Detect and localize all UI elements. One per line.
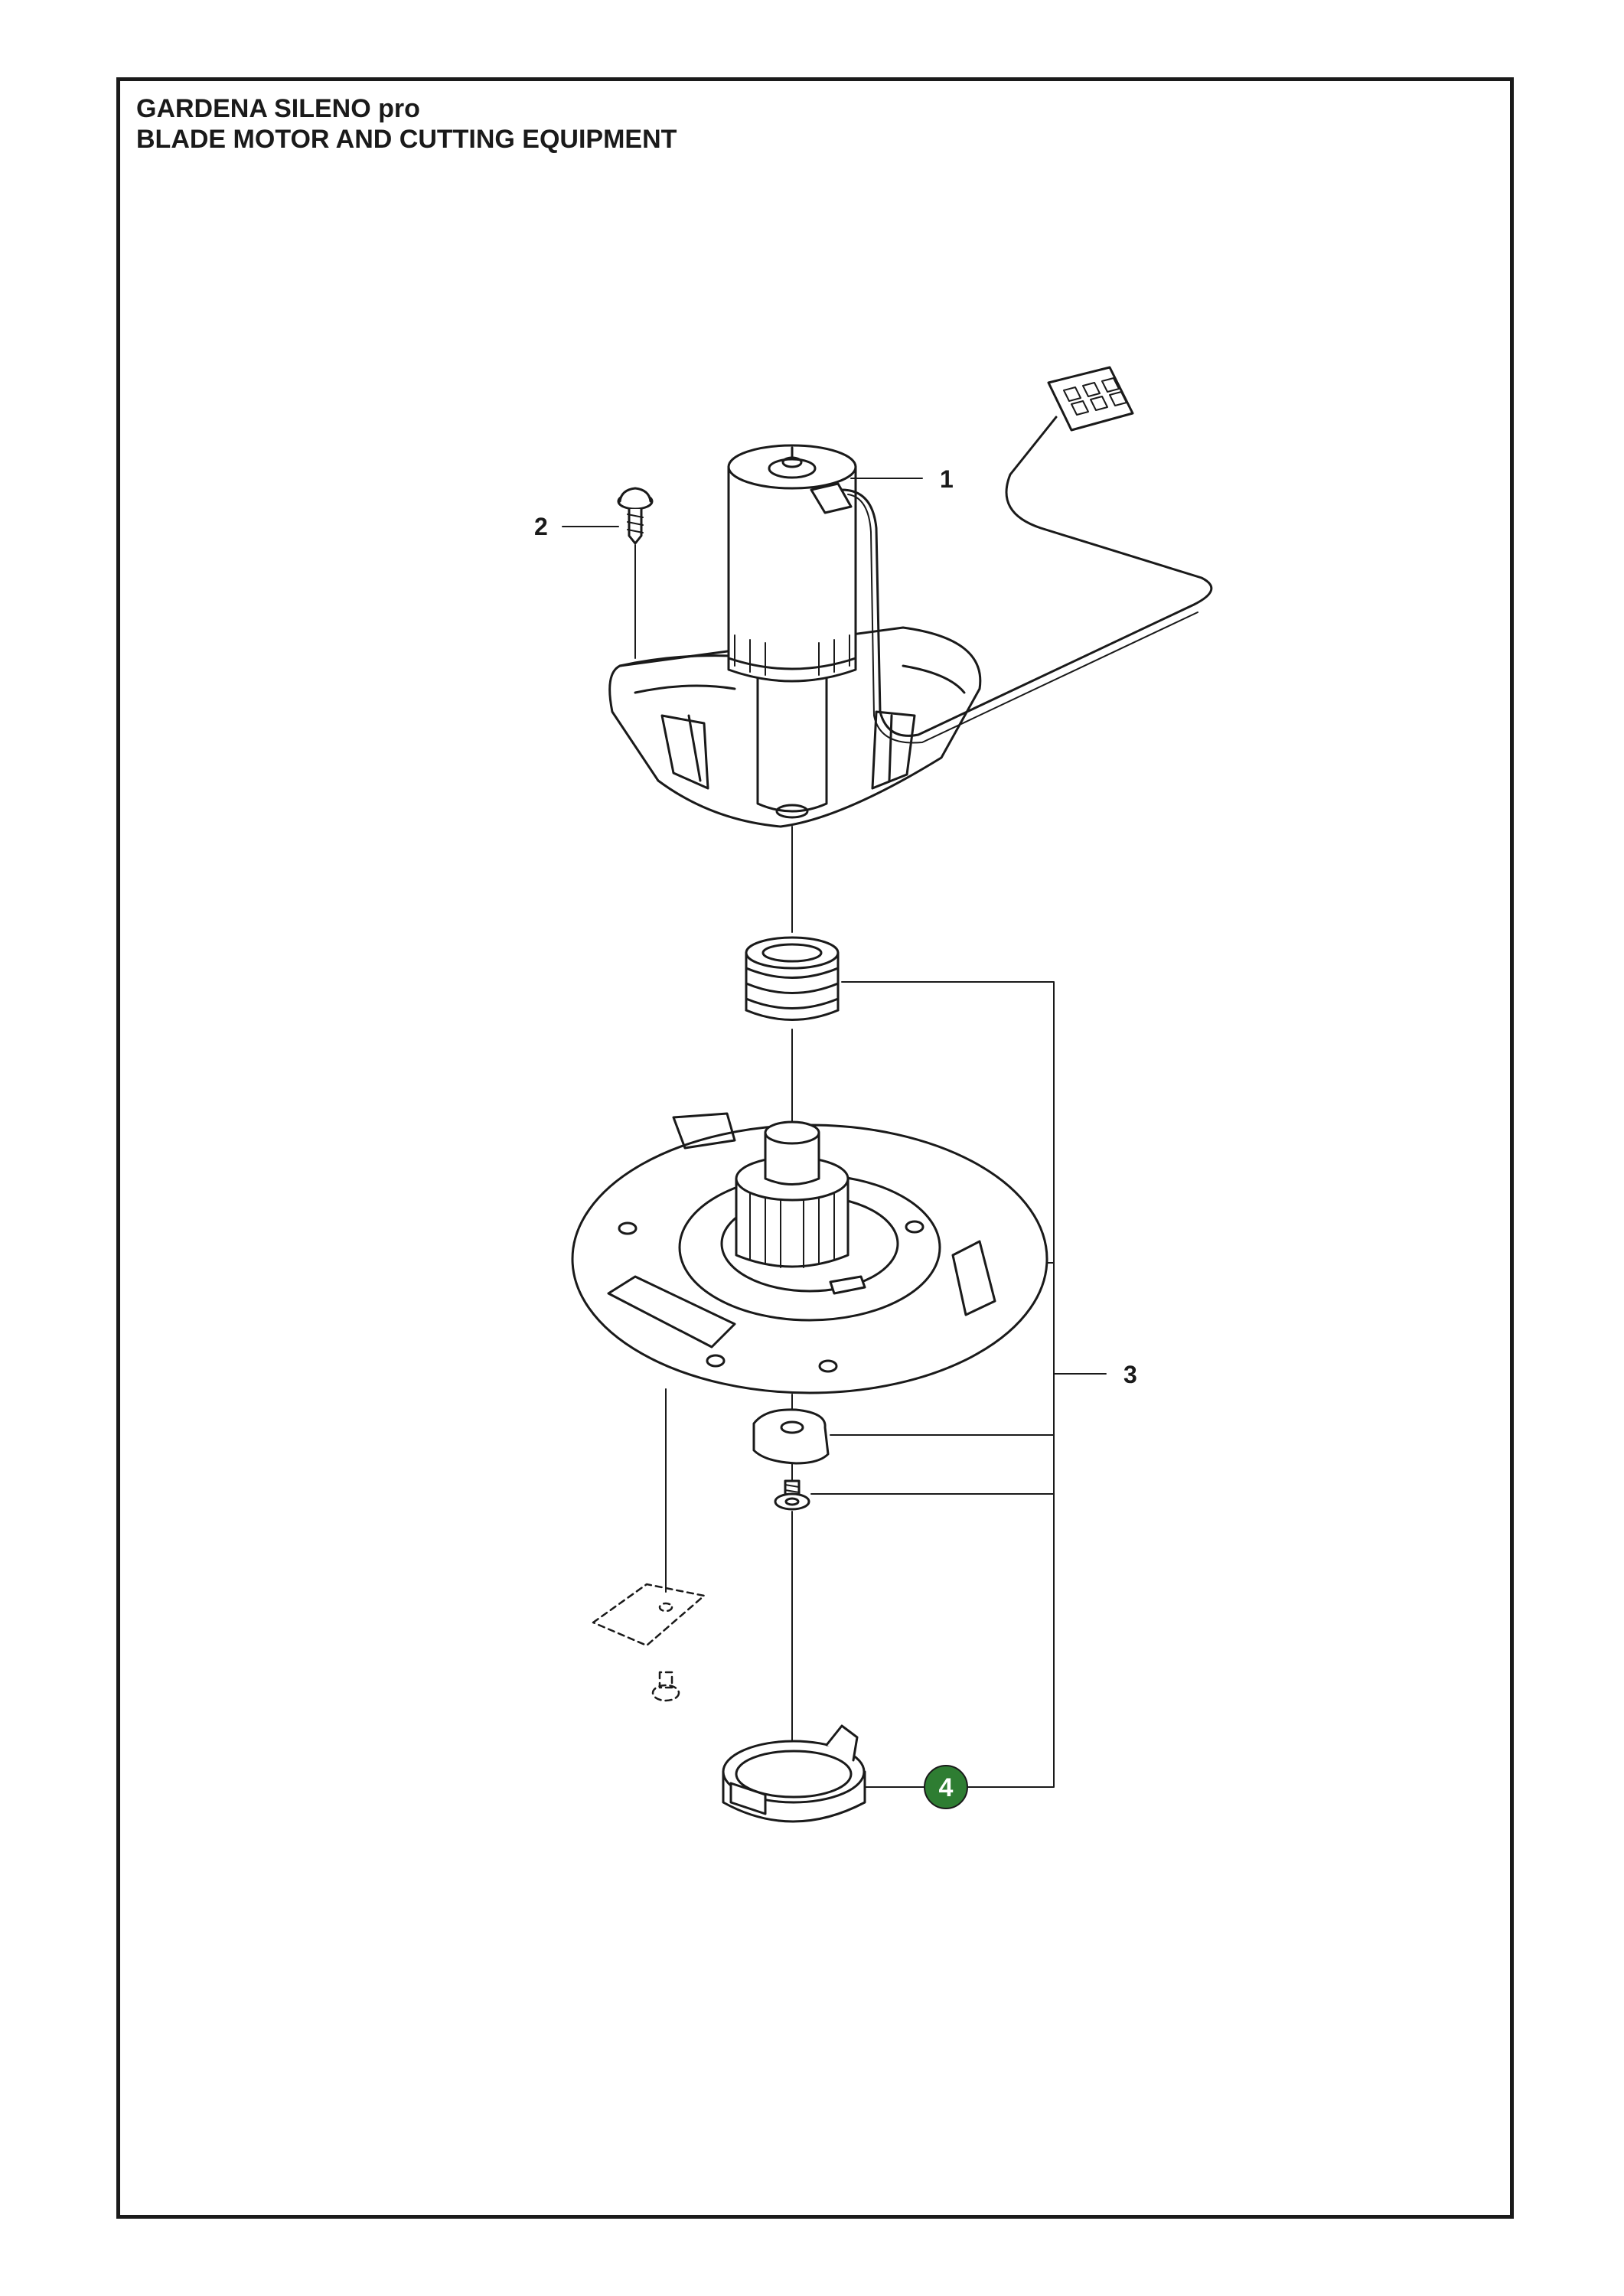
title-model: GARDENA SILENO pro [136, 94, 420, 123]
hub-screw [774, 1479, 810, 1775]
motor-connector [1047, 366, 1134, 432]
shaft-stopper [752, 1408, 830, 1482]
callout-4: 4 [939, 1773, 954, 1802]
callout-1: 1 [940, 465, 954, 493]
callout-2: 2 [534, 513, 548, 540]
screw[interactable] [617, 487, 654, 659]
spring [745, 826, 840, 1103]
callout-4-highlight[interactable]: 4 [924, 1765, 968, 1809]
callout-3: 3 [1123, 1361, 1137, 1388]
blade-motor[interactable] [608, 366, 1213, 828]
optional-blade-outline [592, 1583, 706, 1702]
blade-disc [571, 1101, 1048, 1417]
drawing-frame [116, 77, 1514, 2219]
page-title: GARDENA SILENO pro BLADE MOTOR AND CUTTI… [136, 93, 677, 155]
title-section: BLADE MOTOR AND CUTTING EQUIPMENT [136, 125, 677, 154]
leader-lines [562, 478, 1107, 1788]
cover-ring[interactable] [722, 1724, 866, 1823]
